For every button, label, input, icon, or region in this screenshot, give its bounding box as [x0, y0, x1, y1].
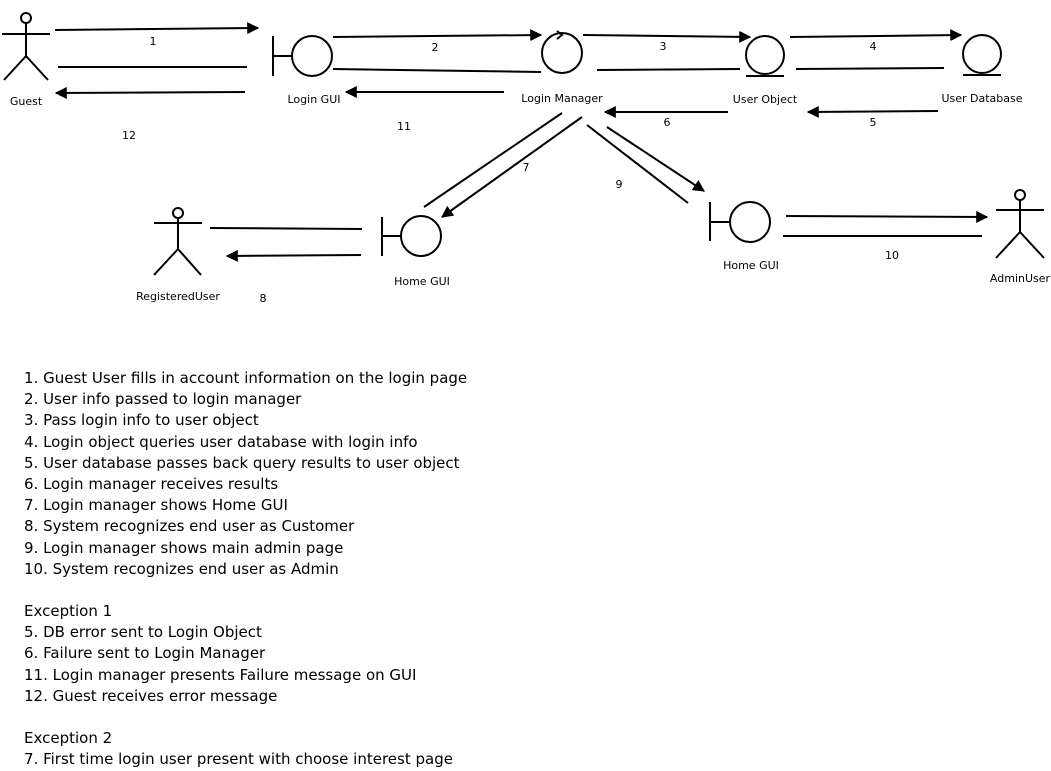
main-flow-step-9: 9. Login manager shows main admin page: [24, 538, 344, 557]
message-arrow-4: [789, 29, 963, 42]
main-flow-step-8: 8. System recognizes end user as Custome…: [24, 517, 355, 536]
spacer: [24, 707, 467, 728]
message-label-8: 8: [260, 292, 267, 305]
message-arrow-3: [582, 30, 752, 43]
admin-user-actor-icon: [995, 189, 1045, 259]
registered-user-actor-icon: [153, 207, 202, 276]
message-arrow-5: [806, 105, 939, 118]
exception-1-step: 12. Guest receives error message: [24, 686, 278, 705]
message-arrow-2: [332, 29, 543, 42]
main-flow-step-2: 2. User info passed to login manager: [24, 390, 302, 409]
exception-1-step: 11. Login manager presents Failure messa…: [24, 665, 417, 684]
user-database-label: User Database: [941, 92, 1022, 105]
link-registered-user-home-gui: [209, 227, 363, 230]
spacer: [24, 580, 467, 601]
home-gui-user-label: Home GUI: [394, 275, 450, 288]
main-flow-step-3: 3. Pass login info to user object: [24, 411, 259, 430]
link-user-object-user-database: [795, 67, 945, 70]
user-database-entity-icon: [962, 34, 1002, 76]
message-label-4: 4: [870, 40, 877, 53]
message-label-3: 3: [660, 40, 667, 53]
main-flow-step-5: 5. User database passes back query resul…: [24, 453, 460, 472]
message-label-12: 12: [122, 129, 136, 142]
message-label-2: 2: [432, 41, 439, 54]
login-manager-control-icon: [541, 30, 583, 74]
login-manager-label: Login Manager: [521, 92, 603, 105]
message-label-7: 7: [523, 161, 530, 174]
exception-1-step: 5. DB error sent to Login Object: [24, 623, 262, 642]
login-gui-boundary-icon: [272, 35, 333, 77]
main-flow-step-1: 1. Guest User fills in account informati…: [24, 369, 468, 387]
notes-section: 1. Guest User fills in account informati…: [24, 368, 467, 771]
exception-1-title: Exception 1: [24, 602, 113, 621]
link-login-manager-user-object: [596, 68, 741, 71]
guest-actor-icon: [2, 12, 50, 81]
link-login-manager-home-gui-admin: [586, 124, 689, 204]
exception-2-title: Exception 2: [24, 729, 113, 748]
robustness-diagram: Guest Login GUI Login Manager User Objec…: [2, 12, 1051, 305]
message-label-6: 6: [664, 116, 671, 129]
message-arrow-10: [785, 210, 989, 223]
message-arrow-7: [441, 116, 583, 218]
exception-1-step: 6. Failure sent to Login Manager: [24, 644, 266, 663]
login-gui-label: Login GUI: [288, 93, 341, 106]
admin-user-label: AdminUser: [990, 272, 1051, 285]
link-login-gui-login-manager: [332, 68, 542, 73]
main-flow-step-4: 4. Login object queries user database wi…: [24, 432, 418, 451]
exception-2-step: 7. First time login user present with ch…: [24, 750, 453, 769]
guest-label: Guest: [10, 95, 43, 108]
message-label-1: 1: [150, 35, 157, 48]
message-arrow-12: [54, 86, 246, 99]
home-gui-user-boundary-icon: [381, 215, 442, 257]
user-object-label: User Object: [733, 93, 798, 106]
home-gui-admin-boundary-icon: [709, 201, 771, 243]
message-label-10: 10: [885, 249, 899, 262]
home-gui-admin-label: Home GUI: [723, 259, 779, 272]
message-arrow-8: [225, 249, 362, 262]
message-arrow-1: [54, 22, 260, 35]
main-flow-step-10: 10. System recognizes end user as Admin: [24, 559, 339, 578]
registered-user-label: RegisteredUser: [136, 290, 220, 303]
message-arrow-9: [606, 126, 706, 192]
main-flow-step-6: 6. Login manager receives results: [24, 474, 279, 493]
message-label-5: 5: [870, 116, 877, 129]
message-label-9: 9: [616, 178, 623, 191]
main-flow-step-7: 7. Login manager shows Home GUI: [24, 496, 288, 515]
message-label-11: 11: [397, 120, 411, 133]
link-login-manager-home-gui-user: [423, 112, 563, 208]
user-object-entity-icon: [745, 35, 785, 77]
